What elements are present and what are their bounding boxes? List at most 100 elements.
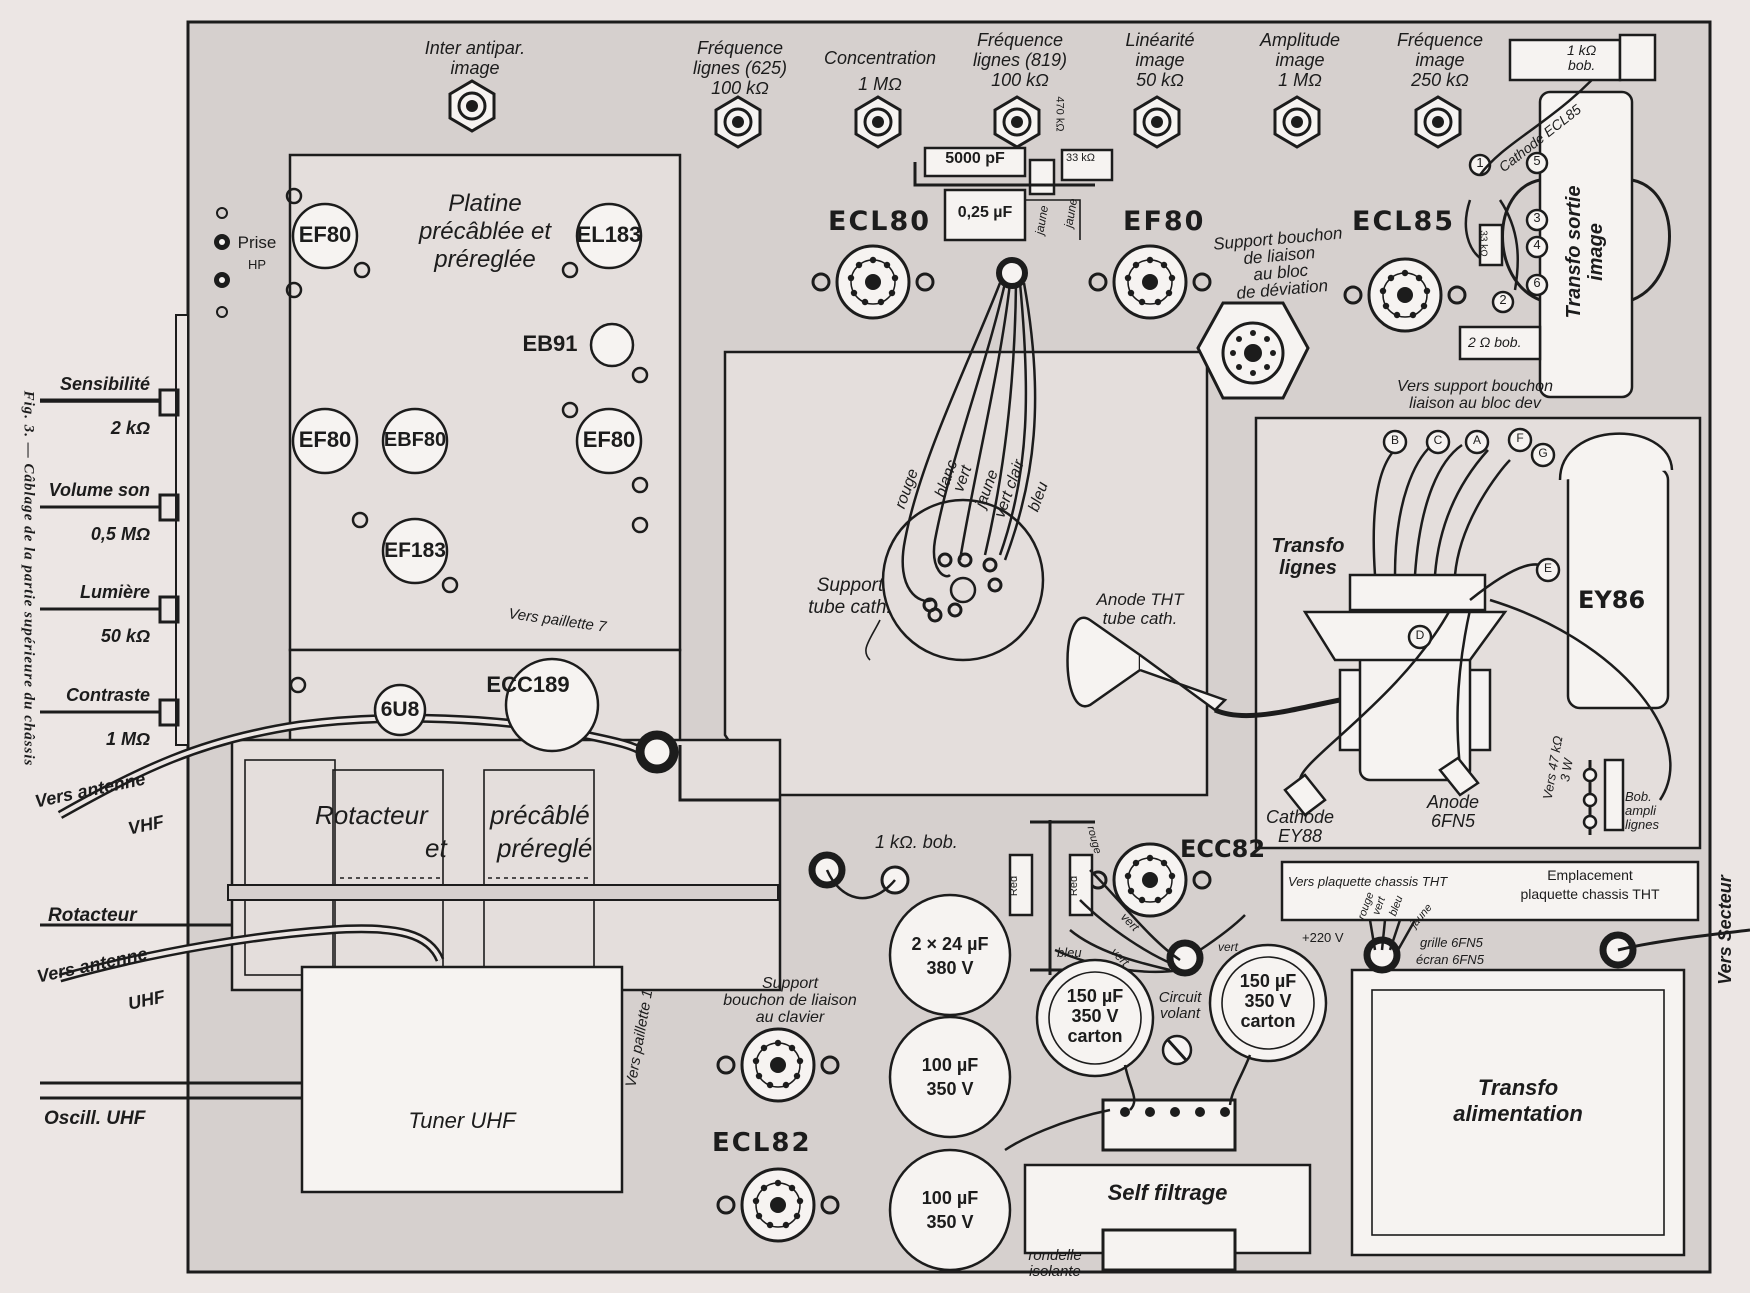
transfo-alimentation: [1350, 968, 1686, 1257]
label-470k: 470 kΩ: [1053, 96, 1066, 132]
tube-label-eb91: EB91: [522, 331, 578, 356]
tube-label-ecl85: ECL85: [1352, 206, 1456, 237]
tube-label-ef80-3: EF80: [582, 427, 636, 452]
tube-eb91: [589, 322, 635, 368]
label-res-33k-side: 33 kΩ: [1477, 230, 1489, 257]
anode-tht-cup: [1066, 616, 1142, 708]
label-ecc82-wire-vert-1: vert: [1117, 909, 1143, 935]
tube-label-ecl80: ECL80: [828, 206, 932, 237]
harness-cathode: [901, 282, 1037, 603]
rotacteur-step: [678, 745, 780, 802]
tube-6u8: [373, 683, 427, 737]
resistor-470k: [1028, 158, 1056, 196]
label-vers-paillette-1: Vers paillette 1: [622, 988, 657, 1089]
transfo-pin-5: 5: [1533, 153, 1541, 168]
letter-f: F: [1516, 431, 1524, 445]
transfo-pin-3: 3: [1533, 210, 1541, 225]
transfo-pin-1: 1: [1476, 155, 1484, 170]
label-ecc82-wire-rouge: rouge: [1084, 824, 1104, 856]
cap-150uf-2: [1208, 943, 1328, 1063]
label-bob-1k-bottom: 1 kΩ. bob.: [875, 832, 958, 852]
label-jaune-2: jaune: [1061, 197, 1081, 229]
bob-1k-top: [1508, 38, 1622, 82]
letter-d: D: [1415, 628, 1425, 642]
label-vers-secteur: Vers Secteur: [1715, 875, 1735, 985]
label-vhf: VHF: [126, 811, 166, 839]
red-rectifier-1: [1008, 853, 1034, 917]
label-antenne-vhf: Vers antenne: [33, 768, 148, 812]
tube-ef80-3: [575, 407, 643, 475]
tube-ef80-1: [291, 202, 359, 270]
cap-100uf-2: [888, 1148, 1012, 1272]
label-precable: précâblé: [490, 800, 590, 830]
tube-el183: [575, 202, 643, 270]
tuner-uhf-box: [300, 965, 624, 1194]
label-220v: +220 V: [1302, 930, 1344, 945]
tuner-board: [288, 648, 682, 747]
resistor-33k-side: [1478, 223, 1504, 267]
transfo-pin-4: 4: [1533, 237, 1541, 252]
tube-label-ecc82: ECC82: [1180, 835, 1266, 863]
label-red-2: Red: [1068, 875, 1081, 897]
label-ecc82-wire-vert-3: vert: [1218, 940, 1239, 954]
tube-ef80-2: [291, 407, 359, 475]
capacitor-5000pf: [923, 146, 1027, 178]
label-025uf: 0,25 µF: [957, 204, 1013, 221]
label-5000pf: 5000 pF: [945, 150, 1005, 167]
transfo-pin-6: 6: [1533, 275, 1541, 290]
label-wire-bleu: bleu: [1025, 479, 1052, 514]
cap-2x24uf: [888, 893, 1012, 1017]
label-ecc82-wire-bleu: bleu: [1057, 945, 1082, 960]
label-vers-plaquette: Vers plaquette chassis THT: [1288, 874, 1448, 889]
label-33k-top: 33 kΩ: [1066, 152, 1096, 164]
capacitor-025uf: [943, 188, 1027, 242]
tube-label-ef80-main: EF80: [1123, 206, 1206, 237]
tube-ecc189: [504, 657, 600, 753]
letter-b: B: [1390, 433, 1399, 447]
resistor-33k: [1060, 148, 1114, 182]
label-bob-2ohm: 2 Ω bob.: [1468, 334, 1522, 350]
label-grille-6fn5: grille 6FN5: [1420, 935, 1483, 950]
label-preregle: préreglé: [497, 833, 593, 863]
label-antenne-uhf: Vers antenne: [35, 943, 150, 987]
label-oscill-uhf: Oscill. UHF: [44, 1108, 146, 1129]
bob-2ohm: [1458, 325, 1542, 361]
connector-circles: [1382, 427, 1561, 650]
tube-ef183: [381, 517, 449, 585]
cathode-ey88-cap: [1283, 773, 1327, 817]
pot-label-inter: Inter antipar.image: [400, 38, 550, 78]
plaquette-tht: [1280, 860, 1700, 922]
label-tht-wire-bleu: bleu: [1387, 894, 1406, 918]
label-vers-paillette-7: Vers paillette 7: [507, 605, 608, 636]
tube-label-6u8: 6U8: [380, 698, 420, 721]
figure-caption: Fig. 3. — Câblage de la partie supérieur…: [20, 390, 37, 767]
letter-e: E: [1543, 561, 1552, 575]
label-ecran-6fn5: écran 6FN5: [1416, 952, 1484, 967]
tube-label-ecc189: ECC189: [486, 672, 570, 697]
pot-name: Inter antipar.: [424, 38, 526, 58]
